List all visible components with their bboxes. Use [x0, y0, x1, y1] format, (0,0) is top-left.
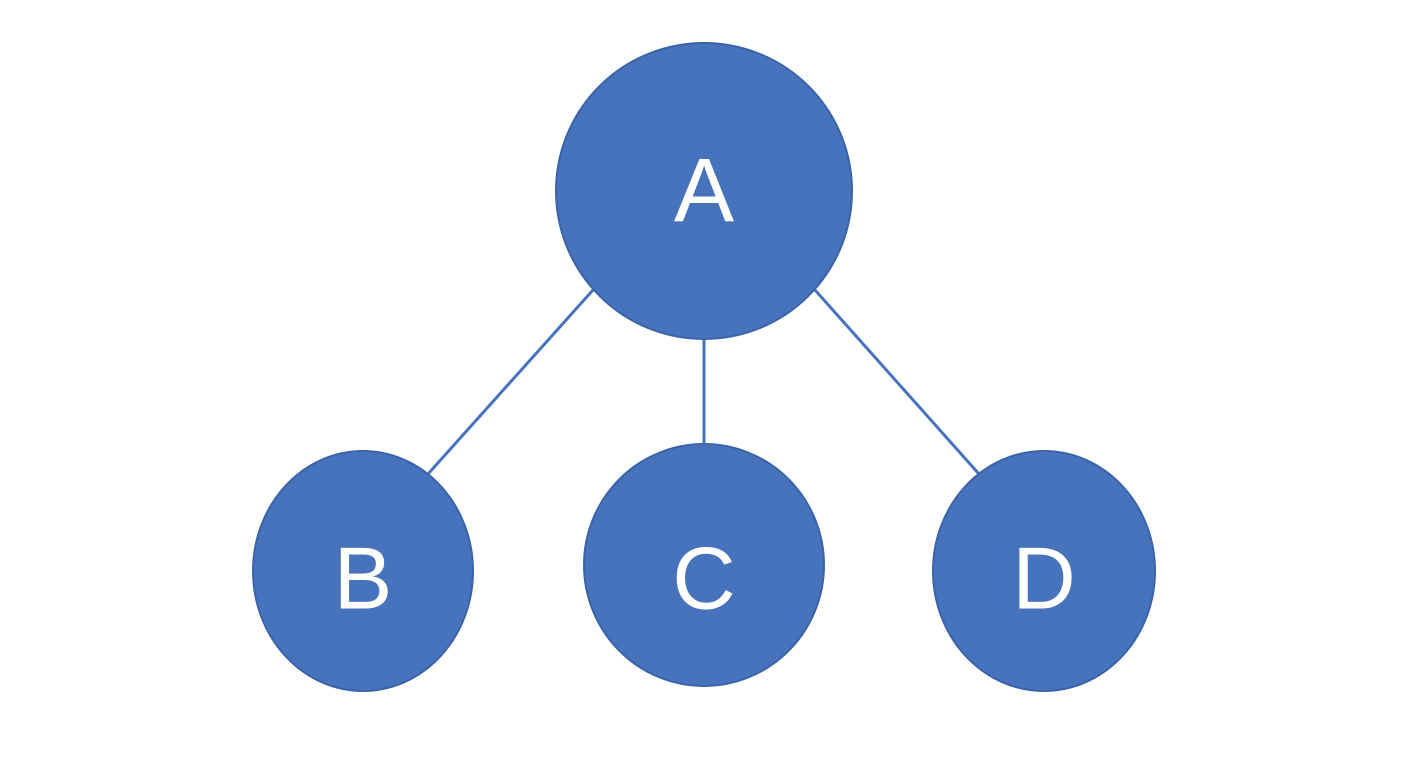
node-c: C [583, 443, 825, 687]
node-d-label: D [1012, 529, 1076, 628]
node-b: B [252, 450, 474, 692]
node-a-circle [555, 42, 853, 340]
edges [426, 288, 981, 476]
edge-a-b [426, 288, 595, 476]
node-c-circle [583, 443, 825, 687]
node-b-label: B [334, 529, 393, 628]
node-a-label: A [674, 141, 734, 241]
node-c-label: C [672, 529, 736, 628]
edge-a-d [813, 289, 981, 475]
node-b-circle [252, 450, 474, 692]
node-d-circle [932, 450, 1156, 692]
node-a: A [555, 42, 853, 340]
node-d: D [932, 450, 1156, 692]
